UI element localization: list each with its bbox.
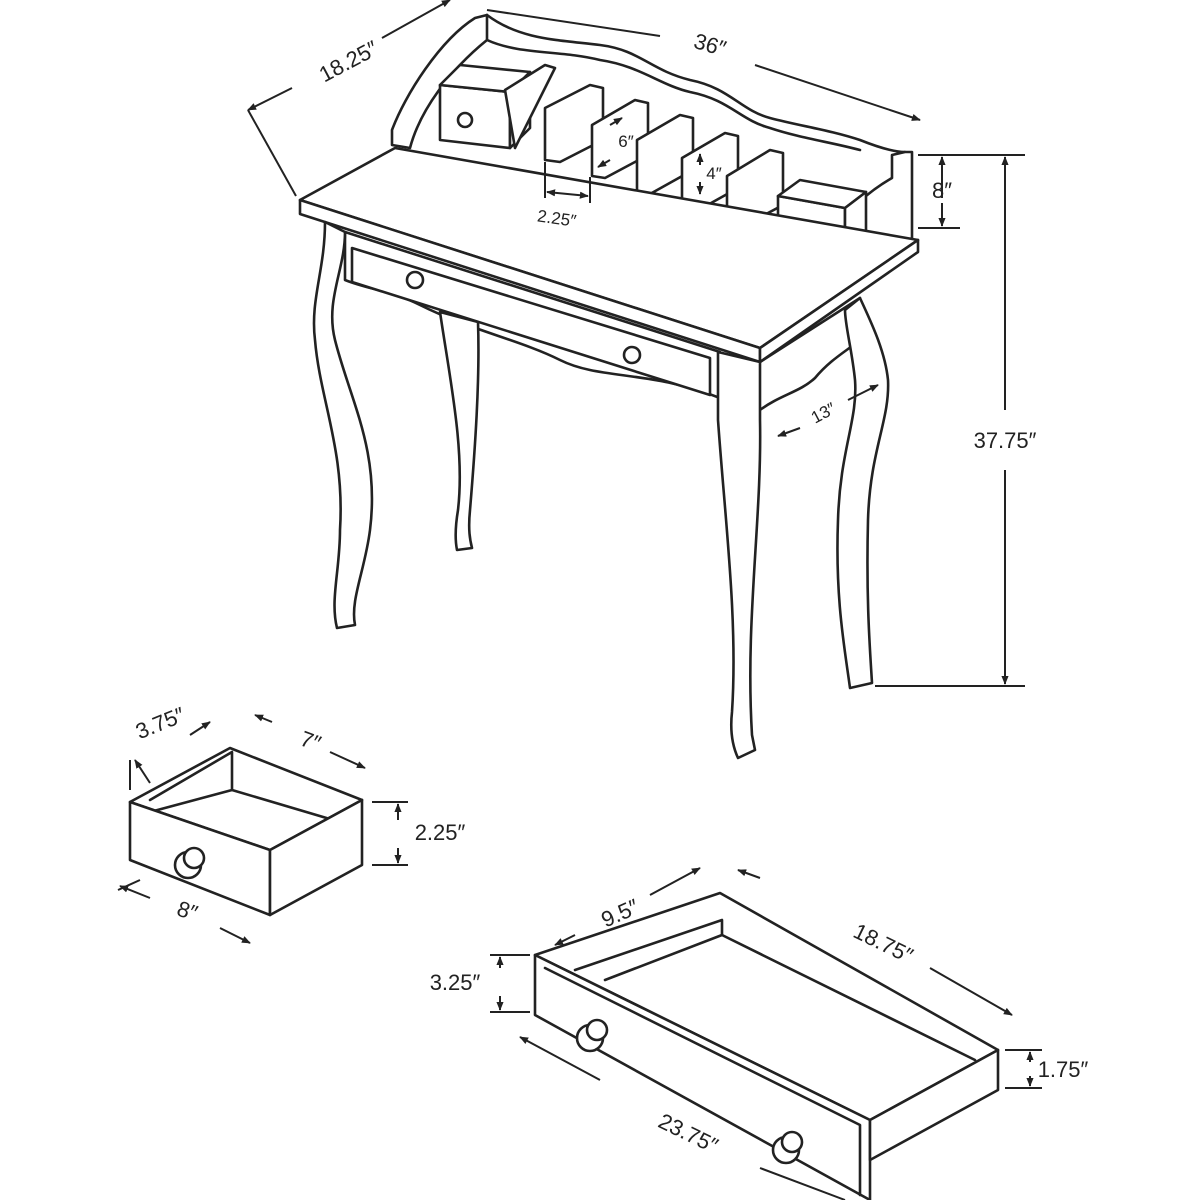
- desk-drawer-front: [350, 246, 712, 397]
- small-drawer-side: [268, 798, 364, 917]
- total-height-label: 37.75″: [974, 428, 1037, 453]
- desk-drawer-knob: [622, 345, 642, 365]
- divider-4-label: 4″: [706, 164, 721, 183]
- desk-leg-back-right: [836, 296, 890, 690]
- desk-leg-front-right: [716, 350, 762, 760]
- desk-top-side-edge: [758, 238, 920, 364]
- hutch-divider: [503, 63, 557, 150]
- large-drawer-side: [868, 1048, 1000, 1162]
- large-drawer-side-height-label: 1.75″: [1038, 1057, 1089, 1082]
- leg-spacing-label: 13″: [808, 399, 839, 427]
- small-drawer-height-label: 2.25″: [415, 820, 466, 845]
- large-drawer-width-label: 18.75″: [850, 918, 918, 968]
- desk-drawing: [298, 13, 920, 760]
- desk-depth-label: 18.25″: [315, 35, 382, 87]
- large-drawer-front-height-label: 3.25″: [430, 970, 481, 995]
- small-drawer-depth-label: 3.75″: [132, 702, 188, 744]
- small-drawer-drawing: [128, 746, 364, 917]
- desk-leg-front-left: [312, 220, 374, 630]
- desk-width-label: 36″: [691, 28, 729, 61]
- desk-dimensions: [247, 0, 1025, 687]
- large-drawer-drawing: [533, 891, 1000, 1200]
- hutch-drawer-left: [438, 83, 512, 150]
- hutch-back-inner: [485, 38, 862, 152]
- hutch-back: [485, 13, 907, 154]
- large-drawer-front-width-label: 23.75″: [655, 1108, 723, 1158]
- small-drawer-width-label: 7″: [297, 726, 325, 756]
- desk-leg-back-left: [438, 310, 480, 552]
- small-drawer-dimensions: [117, 714, 408, 944]
- divider-6-label: 6″: [618, 132, 633, 151]
- hutch-height-label: 8″: [932, 178, 952, 203]
- hutch-drawer-left-knob: [456, 111, 474, 129]
- small-drawer-front-label: 8″: [174, 896, 201, 926]
- desk-drawer-knob: [405, 270, 425, 290]
- large-drawer-dimensions: [490, 867, 1042, 1200]
